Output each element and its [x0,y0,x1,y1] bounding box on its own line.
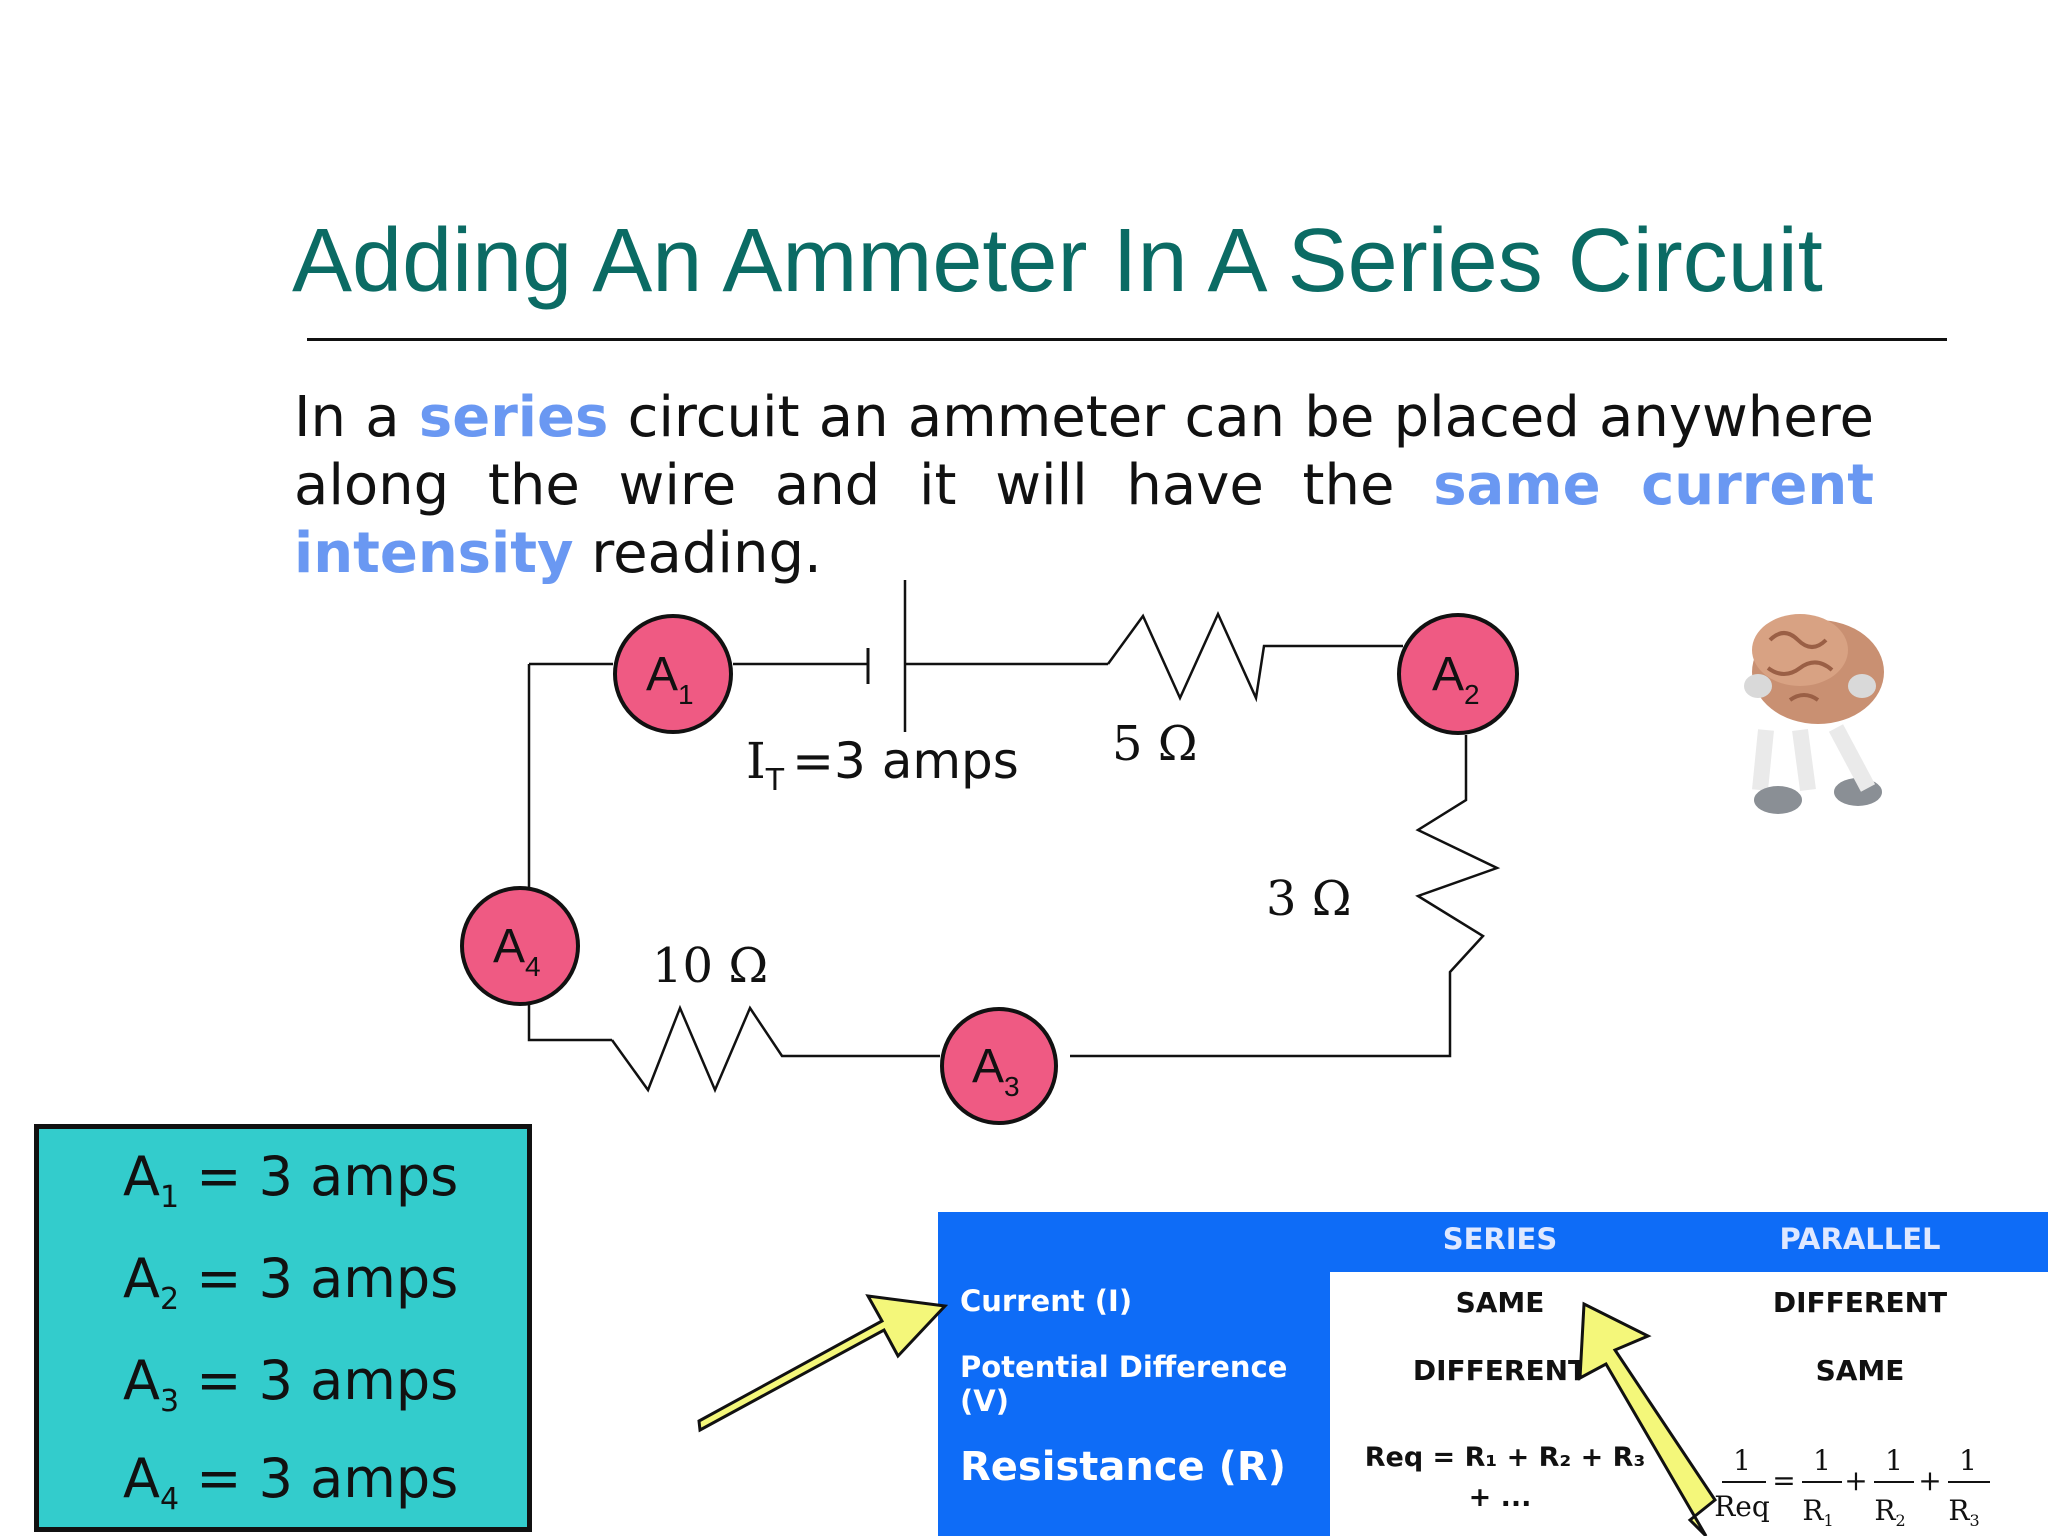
arrow-to-same-cell-icon [1578,1301,1718,1536]
wire-left-lower [527,1002,612,1042]
header-series: SERIES [1442,1222,1558,1256]
intro-paragraph: In a series circuit an ammeter can be pl… [294,384,1874,588]
resistor-5-ohm-label: 5 Ω [1112,716,1198,772]
row-label-resistance: Resistance (R) [960,1444,1286,1490]
ammeter-a3-letter: A [972,1040,1004,1093]
cell-current-parallel: DIFFERENT [1772,1286,1948,1319]
row-label-current: Current (I) [960,1284,1133,1318]
resistor-10-ohm-label: 10 Ω [652,938,768,994]
svg-text:A1: A1 [646,648,694,710]
svg-text:A4: A4 [493,920,541,982]
svg-text:+: + [1844,1464,1867,1497]
total-current-label: IT=3 amps [746,732,1019,798]
reading-a1: A1 = 3 amps [123,1145,459,1215]
resistor-10-ohm [610,1004,940,1094]
ammeter-a2-sub: 2 [1464,679,1480,710]
parallel-resistance-formula: 1 Req = 1 R1 + 1 R2 + 1 R3 [1714,1444,1990,1530]
resistor-3-ohm-label: 3 Ω [1266,871,1352,927]
para-text-1: In a [294,385,419,450]
svg-text:1: 1 [1885,1444,1903,1477]
svg-text:=: = [1772,1464,1795,1497]
row-label-potential-difference: Potential Difference (V) [960,1350,1288,1418]
svg-text:1: 1 [1959,1444,1977,1477]
cell-voltage-series: DIFFERENT [1412,1354,1588,1387]
ammeter-a3: A3 [940,1007,1058,1125]
ammeter-a3-sub: 3 [1004,1071,1020,1102]
ammeter-a4-sub: 4 [525,951,541,982]
ammeter-a1: A1 [613,614,733,734]
ammeter-a2-letter: A [1432,648,1464,701]
resistor-3-ohm [1070,735,1501,1058]
header-parallel: PARALLEL [1779,1222,1941,1256]
svg-text:R1: R1 [1802,1494,1833,1530]
reading-a3: A3 = 3 amps [123,1349,459,1419]
cell-current-series: SAME [1455,1286,1545,1319]
cell-resistance-series-line1: Req = R₁ + R₂ + R₃ [1364,1442,1646,1473]
cell-resistance-series-line2: + ... [1468,1482,1532,1513]
reading-a4: A4 = 3 amps [123,1447,459,1517]
resistor-5-ohm [1106,610,1403,703]
svg-text:1: 1 [1813,1444,1831,1477]
circuit-wires [527,580,1501,1094]
arrow-to-current-label-icon [697,1294,949,1433]
cell-voltage-parallel: SAME [1815,1354,1905,1387]
ammeter-readings-box: A1 = 3 amps A2 = 3 amps A3 = 3 amps A4 =… [34,1124,532,1532]
ammeter-a4-letter: A [493,920,525,973]
ammeter-a1-sub: 1 [678,679,694,710]
svg-text:A2: A2 [1432,648,1480,710]
ammeter-a2: A2 [1397,613,1519,735]
para-text-3: reading. [573,521,822,586]
svg-text:1: 1 [1733,1444,1751,1477]
svg-text:+: + [1918,1464,1941,1497]
ammeter-a1-letter: A [646,648,678,701]
ammeter-a4: A4 [460,886,580,1006]
brain-mascot-image [1744,614,1884,814]
svg-text:R3: R3 [1948,1494,1979,1530]
svg-text:R2: R2 [1874,1494,1905,1530]
para-highlight-series: series [418,385,609,450]
title-divider [307,338,1947,341]
reading-a2: A2 = 3 amps [123,1247,459,1317]
svg-text:A3: A3 [972,1040,1020,1102]
svg-text:Req: Req [1714,1490,1770,1523]
slide-title: Adding An Ammeter In A Series Circuit [292,211,1823,311]
para-text-2: circuit an ammeter can be placed anywher… [294,385,1874,518]
para-highlight-same-current: same current intensity [294,453,1874,586]
